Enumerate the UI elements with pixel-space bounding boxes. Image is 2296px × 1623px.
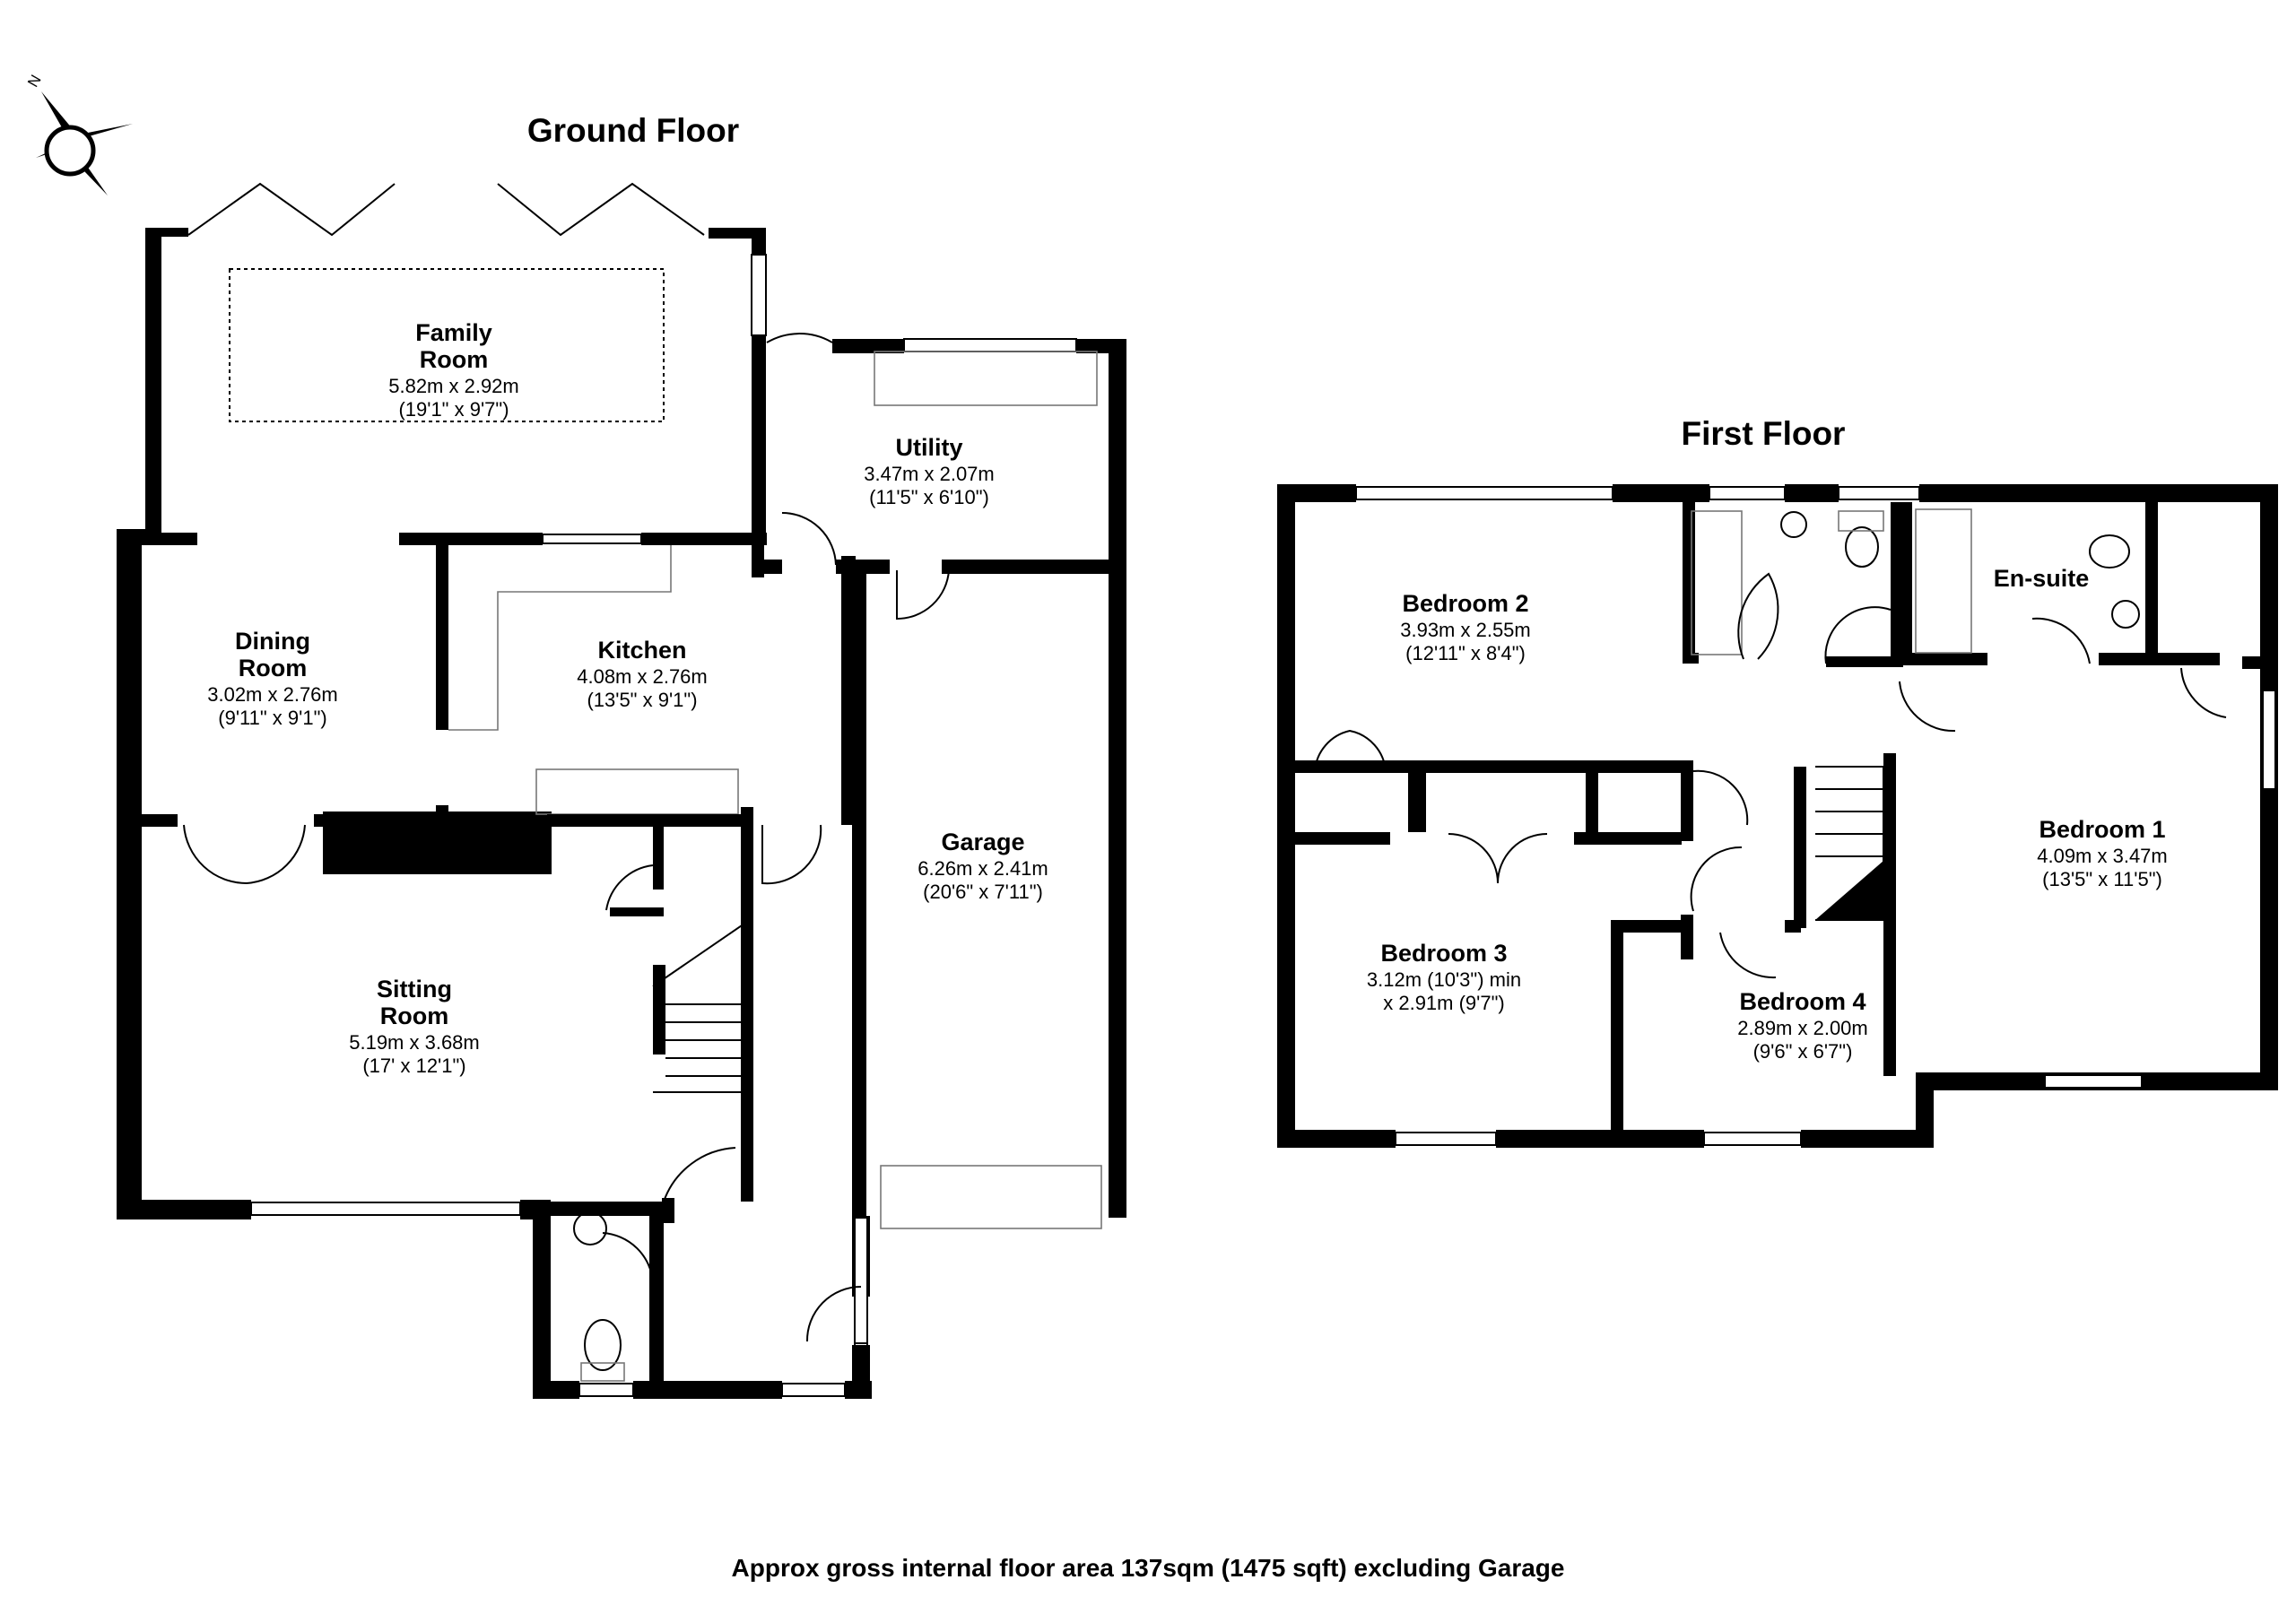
svg-text:Bedroom 3: Bedroom 3 xyxy=(1380,940,1507,967)
svg-text:3.12m (10'3") min: 3.12m (10'3") min xyxy=(1367,968,1521,991)
compass-north-label: N xyxy=(24,72,45,90)
room-label-utility: Utility 3.47m x 2.07m (11'5" x 6'10") xyxy=(864,434,995,508)
svg-text:2.89m x 2.00m: 2.89m x 2.00m xyxy=(1737,1017,1868,1039)
room-label-bedroom-2: Bedroom 2 3.93m x 2.55m (12'11" x 8'4") xyxy=(1400,590,1531,664)
first-floor-title: First Floor xyxy=(1682,415,1846,452)
svg-text:Bedroom 1: Bedroom 1 xyxy=(2039,816,2165,843)
svg-text:x 2.91m (9'7"): x 2.91m (9'7") xyxy=(1383,992,1505,1014)
svg-text:6.26m x 2.41m: 6.26m x 2.41m xyxy=(918,857,1048,880)
svg-text:5.19m x 3.68m: 5.19m x 3.68m xyxy=(349,1031,480,1054)
svg-text:(9'11" x 9'1"): (9'11" x 9'1") xyxy=(218,707,326,729)
room-label-garage: Garage 6.26m x 2.41m (20'6" x 7'11") xyxy=(918,829,1048,903)
svg-text:(12'11" x 8'4"): (12'11" x 8'4") xyxy=(1405,642,1526,664)
svg-text:(11'5" x 6'10"): (11'5" x 6'10") xyxy=(869,486,989,508)
svg-text:Room: Room xyxy=(239,655,308,681)
svg-text:3.02m x 2.76m: 3.02m x 2.76m xyxy=(207,683,338,706)
svg-text:(20'6" x 7'11"): (20'6" x 7'11") xyxy=(923,881,1043,903)
svg-text:Family: Family xyxy=(415,319,492,346)
svg-text:(13'5" x 11'5"): (13'5" x 11'5") xyxy=(2042,868,2162,890)
svg-text:Dining: Dining xyxy=(235,628,310,655)
svg-text:4.08m x 2.76m: 4.08m x 2.76m xyxy=(577,665,708,688)
svg-text:(19'1" x 9'7"): (19'1" x 9'7") xyxy=(398,398,509,421)
svg-text:3.93m x 2.55m: 3.93m x 2.55m xyxy=(1400,619,1531,641)
room-label-bedroom-4: Bedroom 4 2.89m x 2.00m (9'6" x 6'7") xyxy=(1737,988,1868,1063)
room-label-bedroom-3: Bedroom 3 3.12m (10'3") min x 2.91m (9'7… xyxy=(1367,940,1521,1014)
first-floor-plan xyxy=(1277,484,2278,1148)
svg-text:Utility: Utility xyxy=(895,434,962,461)
compass-icon: N xyxy=(24,72,133,195)
svg-text:Bedroom 2: Bedroom 2 xyxy=(1402,590,1528,617)
room-label-kitchen: Kitchen 4.08m x 2.76m (13'5" x 9'1") xyxy=(577,637,708,711)
svg-text:Bedroom 4: Bedroom 4 xyxy=(1739,988,1866,1015)
svg-text:(17' x 12'1"): (17' x 12'1") xyxy=(362,1055,465,1077)
svg-text:(9'6" x 6'7"): (9'6" x 6'7") xyxy=(1753,1040,1853,1063)
room-label-sitting-room: Sitting Room 5.19m x 3.68m (17' x 12'1") xyxy=(349,976,480,1077)
svg-text:En-suite: En-suite xyxy=(1994,565,2090,592)
svg-text:3.47m x 2.07m: 3.47m x 2.07m xyxy=(864,463,995,485)
floor-area-footer: Approx gross internal floor area 137sqm … xyxy=(732,1554,1565,1582)
svg-text:(13'5" x 9'1"): (13'5" x 9'1") xyxy=(587,689,697,711)
ground-floor-title: Ground Floor xyxy=(527,112,739,149)
svg-text:Room: Room xyxy=(420,346,489,373)
svg-text:Kitchen: Kitchen xyxy=(597,637,686,664)
svg-text:5.82m x 2.92m: 5.82m x 2.92m xyxy=(388,375,519,397)
svg-text:Garage: Garage xyxy=(941,829,1024,855)
svg-text:Sitting: Sitting xyxy=(377,976,452,1002)
svg-text:4.09m x 3.47m: 4.09m x 3.47m xyxy=(2037,845,2168,867)
ground-floor-plan xyxy=(117,182,1126,1399)
svg-text:Room: Room xyxy=(380,1002,449,1029)
room-label-en-suite: En-suite xyxy=(1994,565,2090,592)
room-label-family-room: Family Room 5.82m x 2.92m (19'1" x 9'7") xyxy=(388,319,519,421)
room-label-bedroom-1: Bedroom 1 4.09m x 3.47m (13'5" x 11'5") xyxy=(2037,816,2168,890)
room-label-dining-room: Dining Room 3.02m x 2.76m (9'11" x 9'1") xyxy=(207,628,338,729)
